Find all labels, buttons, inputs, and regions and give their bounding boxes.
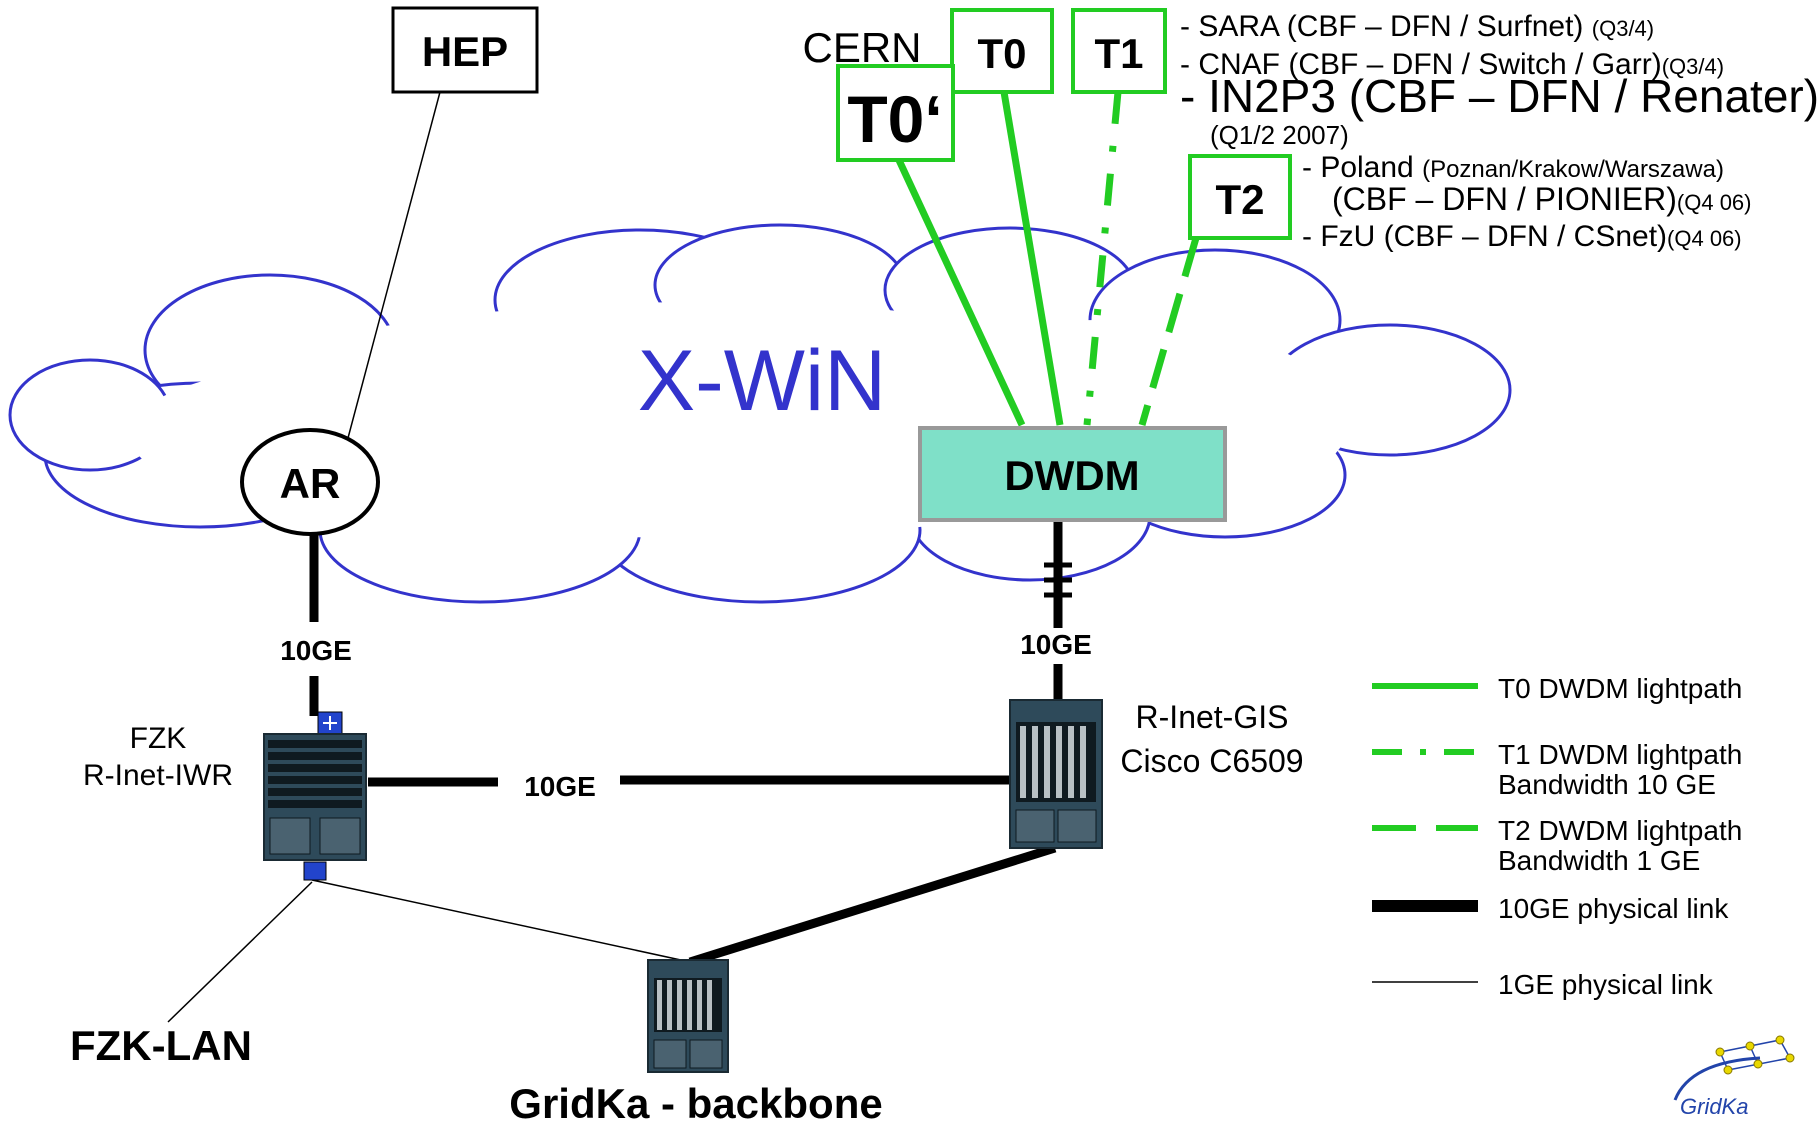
fzk-label-line2: R-Inet-IWR (83, 759, 233, 792)
hep-label: HEP (422, 28, 508, 75)
hep-ar-link (347, 91, 441, 439)
t0-prime-lightpath (894, 156, 1026, 427)
gridka-logo: GridKa (1673, 1035, 1795, 1119)
t0-box (950, 8, 1054, 94)
backbone-router (647, 959, 729, 1073)
gis-backbone-link (688, 843, 1057, 967)
legend-label-t0: T0 DWDM lightpath (1498, 673, 1742, 704)
hep-box (391, 6, 539, 94)
t2-lightpath (1138, 237, 1200, 426)
t0-lightpath (1000, 91, 1064, 426)
ar-node (240, 428, 380, 536)
t0-prime-box (836, 64, 955, 162)
fzk-lan-label: FZK-LAN (70, 1022, 252, 1069)
t0-label: T0 (977, 30, 1026, 77)
gridka-logo-text: GridKa (1680, 1094, 1748, 1119)
fzk-router (263, 711, 367, 881)
t1-box (1071, 8, 1167, 94)
dwdm-label: DWDM (1004, 452, 1139, 499)
dwdm-box (918, 426, 1227, 522)
t2-site-fzu: - FzU (CBF – DFN / CSnet)(Q4 06) (1302, 220, 1742, 253)
t2-site-poland-line2: (CBF – DFN / PIONIER)(Q4 06) (1332, 181, 1752, 217)
gis-router (1009, 699, 1103, 849)
ar-link-label: 10GE (280, 635, 352, 666)
fzk-backbone-link (311, 879, 691, 963)
t2-site-poland: - Poland (Poznan/Krakow/Warszawa) (1302, 151, 1724, 184)
legend-label-t1: T1 DWDM lightpath (1498, 739, 1742, 770)
legend-label-t1-line2: Bandwidth 10 GE (1498, 769, 1716, 800)
legend-label-t2: T2 DWDM lightpath (1498, 815, 1742, 846)
t0-prime-label: T0‘ (847, 82, 942, 156)
t2-box (1188, 154, 1292, 240)
cern-label: CERN (802, 24, 921, 71)
router-link-label: 10GE (524, 771, 596, 802)
xwin-label: X-WiN (638, 333, 886, 429)
backbone-label: GridKa - backbone (509, 1080, 882, 1127)
link-ticks (1044, 562, 1072, 598)
t1-site-sara: - SARA (CBF – DFN / Surfnet) (Q3/4) (1180, 10, 1654, 43)
in2p3-note: (Q1/2 2007) (1210, 120, 1349, 150)
legend: T0 DWDM lightpath T1 DWDM lightpath Band… (1372, 673, 1742, 1000)
t1-site-in2p3: - IN2P3 (CBF – DFN / Renater) (1180, 70, 1818, 122)
fzk-label-line1: FZK (130, 722, 187, 755)
t1-lightpath (1083, 91, 1122, 426)
dwdm-link-label: 10GE (1020, 629, 1092, 660)
fzk-lan-link (167, 881, 313, 1023)
t2-label: T2 (1215, 176, 1264, 223)
t1-site-list: - SARA (CBF – DFN / Surfnet) (Q3/4) - CN… (1180, 10, 1818, 150)
t1-site-cnaf: - CNAF (CBF – DFN / Switch / Garr)(Q3/4) (1180, 48, 1724, 81)
legend-label-t2-line2: Bandwidth 1 GE (1498, 845, 1700, 876)
gis-label-line1: R-Inet-GIS (1136, 699, 1289, 735)
t1-label: T1 (1094, 30, 1143, 77)
t2-site-list: - Poland (Poznan/Krakow/Warszawa) (CBF –… (1302, 151, 1752, 253)
legend-label-1ge: 1GE physical link (1498, 969, 1714, 1000)
gis-label-line2: Cisco C6509 (1120, 743, 1303, 779)
legend-label-10ge: 10GE physical link (1498, 893, 1729, 924)
ar-label: AR (280, 460, 341, 507)
